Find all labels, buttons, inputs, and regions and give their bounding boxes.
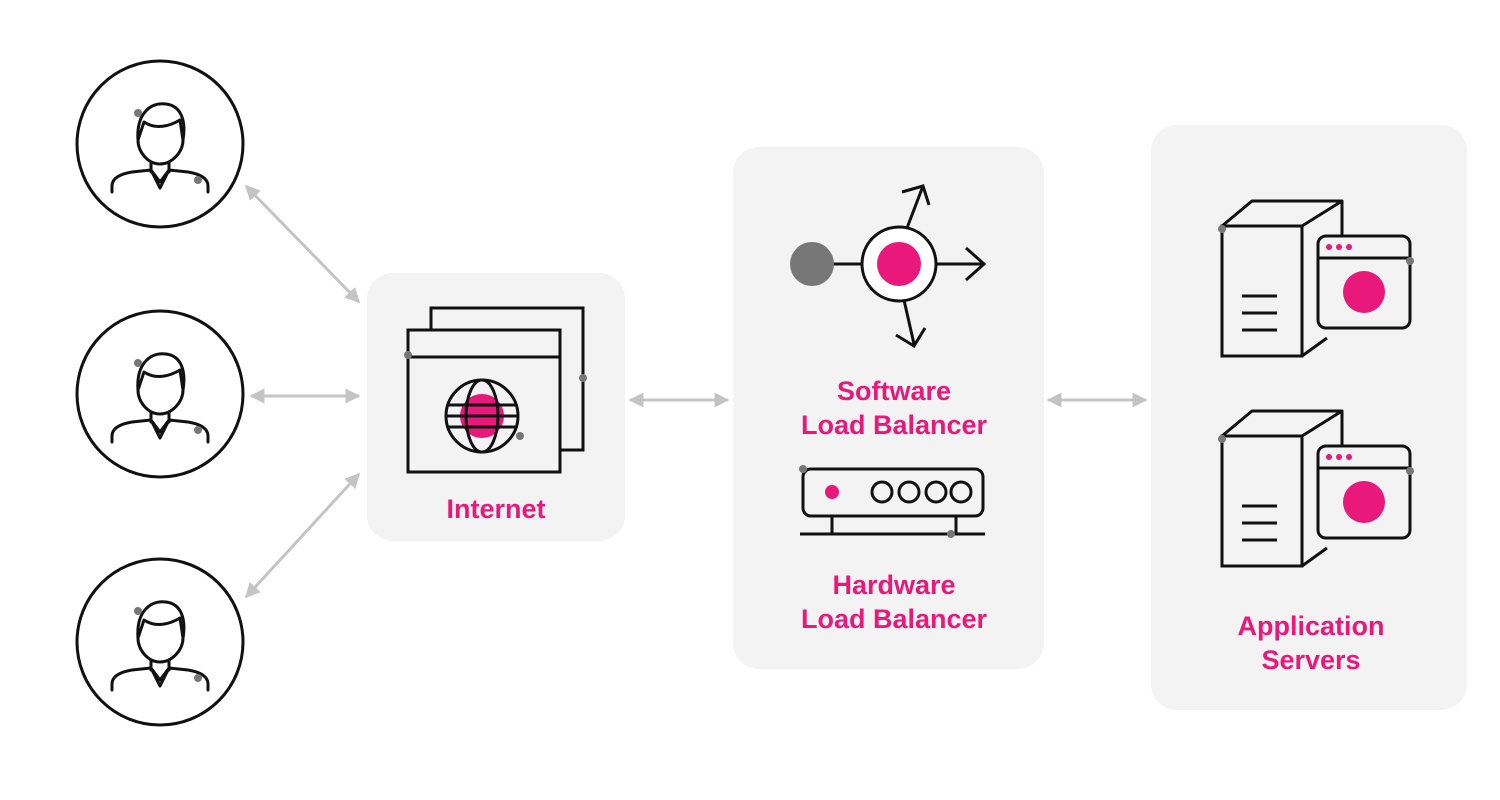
user-1 — [75, 59, 245, 229]
internet-label-text: Internet — [446, 494, 546, 524]
hardware-load-balancer-icon — [799, 465, 985, 538]
software-lb-label: Software Load Balancer — [733, 374, 1055, 442]
connector-user1-internet — [244, 184, 361, 304]
user-3 — [75, 557, 245, 727]
server-1-icon — [1216, 199, 1416, 358]
software-lb-label-line1: Software — [836, 376, 952, 406]
hardware-lb-label: Hardware Load Balancer — [733, 568, 1055, 636]
connector-user3-internet — [244, 472, 361, 599]
user-2 — [75, 309, 245, 479]
server-2-icon — [1216, 409, 1416, 568]
software-lb-label-line2: Load Balancer — [800, 410, 988, 440]
app-servers-label: Application Servers — [1151, 609, 1471, 677]
connectors — [244, 184, 1148, 599]
internet-label: Internet — [367, 492, 625, 526]
internet-browser-icon — [404, 306, 587, 474]
hardware-lb-label-line2: Load Balancer — [800, 604, 988, 634]
app-servers-label-line2: Servers — [1261, 645, 1361, 675]
app-servers-label-line1: Application — [1237, 611, 1385, 641]
software-load-balancer-icon — [790, 184, 987, 349]
hardware-lb-label-line1: Hardware — [832, 570, 956, 600]
globe-icon — [444, 378, 524, 454]
